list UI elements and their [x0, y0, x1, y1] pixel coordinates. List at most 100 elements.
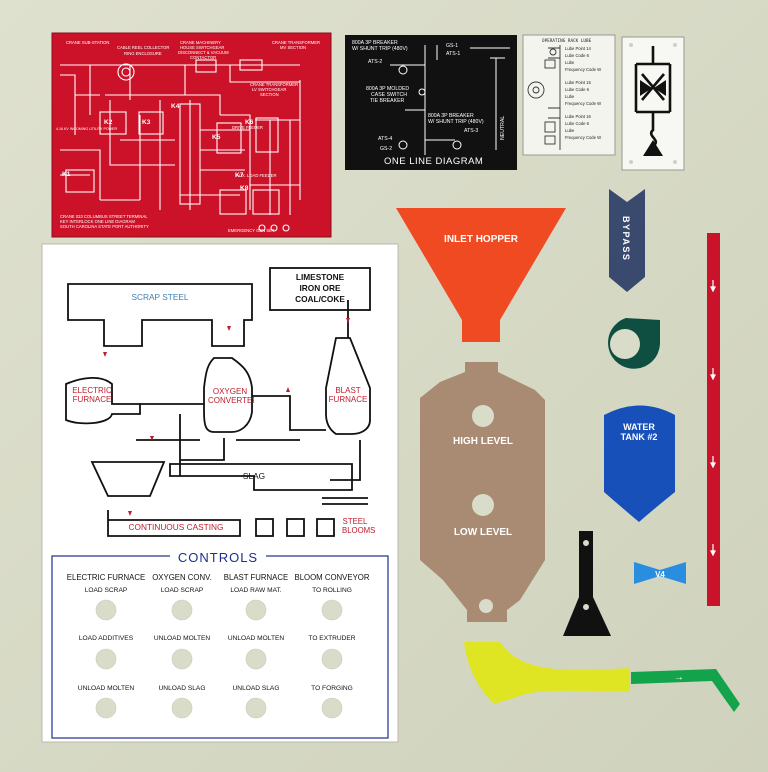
ctl-r1-c3: LOAD RAW MAT.: [230, 587, 281, 594]
limestone-label: LIMESTONE: [296, 272, 345, 282]
lube-g1-3: Lube: [565, 60, 575, 65]
lube-g2-2: Lube Code 6: [565, 87, 590, 92]
ctl-r1-c4: TO ROLLING: [312, 587, 352, 594]
valve-symbol-icon: [634, 46, 672, 148]
bp-gs1: GS-1: [446, 43, 458, 49]
rp-drive-feeder: DRIVE FEEDER: [232, 125, 263, 130]
bp-case-switch: CASE SWITCH: [371, 92, 407, 98]
ctl-r2-c1: LOAD ADDITIVES: [79, 635, 134, 642]
blast-furnace-label: BLAST FURNACE: [328, 386, 368, 404]
hole-r1-c1: [95, 599, 117, 621]
rp-machinery: CRANE MACHINERY: [180, 40, 221, 45]
bp-ats1: ATS-1: [446, 51, 460, 57]
lube-panel: OPERATING RACK LUBE Lube Point 14 Lube C…: [522, 34, 616, 156]
red-interlock-panel: CRANE SUB-STATION CABLE REEL COLLECTOR R…: [51, 32, 332, 238]
red-strip-sign: [707, 233, 720, 606]
electric-furnace-label: ELECTRIC FURNACE: [72, 386, 112, 404]
lube-g2-4: Frequency Code W: [565, 101, 601, 106]
lube-title: OPERATING RACK LUBE: [542, 38, 592, 44]
rp-house: HOUSE SWITCHGEAR: [180, 45, 224, 50]
bp-gs2: GS-2: [380, 146, 392, 152]
process-blue-labels: SCRAP STEEL SLAG: [131, 292, 265, 481]
red-panel-keys: K1 K2 K3 K4 K5 K6 K7 K8: [62, 103, 254, 192]
rp-title-1: CRANE 033 COLUMBUS STREET TERMINAL: [60, 214, 148, 219]
lube-g3-3: Lube: [565, 128, 575, 133]
red-panel-wiring: [60, 59, 301, 232]
lube-g3-2: Lube Code 6: [565, 121, 590, 126]
bp-lines: [390, 45, 510, 155]
hole-r3-c1: [95, 697, 117, 719]
controls-button-holes: [95, 599, 343, 719]
iron-ore-label: IRON ORE: [299, 283, 340, 293]
rp-ring: RING ENCLOSURE: [124, 51, 162, 56]
hole-r2-c4: [321, 648, 343, 670]
bp-labels: 800A 3P BREAKER W/ SHUNT TRIP (480V) GS-…: [352, 40, 506, 152]
hole-r1-c4: [321, 599, 343, 621]
bp-molded: 800A 3P MOLDED: [366, 86, 409, 92]
red-panel-labels: CRANE SUB-STATION CABLE REEL COLLECTOR R…: [56, 40, 320, 233]
rp-key-4: K4: [171, 103, 180, 110]
col-bloom-conveyor: BLOOM CONVEYOR: [295, 573, 370, 582]
hole-r3-c2: [171, 697, 193, 719]
steel-blooms-label: STEEL BLOOMS: [342, 517, 376, 535]
controls-row-labels: LOAD SCRAP LOAD SCRAP LOAD RAW MAT. TO R…: [78, 587, 356, 692]
inlet-hopper-sign: INLET HOPPER: [396, 208, 566, 342]
bp-breaker-top: 800A 3P BREAKER: [352, 40, 398, 46]
controls-column-headers: ELECTRIC FURNACE OXYGEN CONV. BLAST FURN…: [67, 573, 370, 582]
rp-key-1: K1: [62, 171, 71, 178]
water-tank-sign: WATER TANK #2: [604, 405, 675, 522]
rp-section: SECTION: [260, 92, 279, 97]
rp-title-2: KEY INTERLOCK ONE LINE DIAGRAM: [60, 219, 135, 224]
bp-ats4: ATS-4: [378, 136, 392, 142]
green-pipe-arrow: →: [674, 672, 684, 683]
v4-label: V4: [655, 570, 665, 579]
bp-ats2: ATS-2: [368, 59, 382, 65]
ctl-r1-c1: LOAD SCRAP: [85, 587, 128, 594]
bp-breaker-top-2: W/ SHUNT TRIP (480V): [352, 46, 408, 52]
rp-emergency: EMERGENCY GEN SET: [228, 228, 275, 233]
red-strip-arrows: [710, 280, 716, 557]
hole-r3-c4: [321, 697, 343, 719]
rp-transformer-mv: CRANE TRANSFORMER: [272, 40, 320, 45]
lube-lines: [527, 45, 561, 150]
lube-g2-3: Lube: [565, 94, 575, 99]
ctl-r3-c2: UNLOAD SLAG: [159, 685, 206, 692]
bypass-label: BYPASS: [621, 216, 631, 261]
green-pipe-sign: →: [631, 669, 740, 712]
oxygen-converter-label: OXYGEN CONVERTER: [208, 387, 254, 405]
ctl-r3-c1: UNLOAD MOLTEN: [78, 685, 135, 692]
controls-title: CONTROLS: [178, 550, 258, 565]
rp-lv-switchgear: LV SWITCHGEAR: [252, 87, 286, 92]
rp-utility: 4.16 KV INCOMING UTILITY POWER: [56, 127, 117, 131]
scrap-steel-label: SCRAP STEEL: [131, 292, 188, 302]
coal-label: COAL/COKE: [295, 294, 345, 304]
yellow-duct-sign: [464, 642, 630, 704]
hole-r2-c3: [245, 648, 267, 670]
rp-disconnect: DISCONNECT & VACUUM: [178, 50, 229, 55]
rp-key-2: K2: [104, 119, 113, 126]
lube-g1-2: Lube Code 6: [565, 53, 590, 58]
high-level-label: HIGH LEVEL: [453, 436, 513, 447]
bp-neutral: NEUTRAL: [500, 116, 506, 140]
slag-label: SLAG: [243, 471, 265, 481]
rp-substation: CRANE SUB-STATION: [66, 40, 109, 45]
lube-g3-1: Lube Point 16: [565, 114, 592, 119]
ctl-r2-c3: UNLOAD MOLTEN: [228, 635, 285, 642]
col-electric-furnace: ELECTRIC FURNACE: [67, 573, 145, 582]
hole-r3-c3: [245, 697, 267, 719]
col-oxygen-conv: OXYGEN CONV.: [152, 573, 212, 582]
lube-g2-1: Lube Point 15: [565, 80, 592, 85]
rp-transformer-lv: CRANE TRANSFORMER: [250, 82, 298, 87]
lube-g1-1: Lube Point 14: [565, 46, 592, 51]
hole-r1-c3: [245, 599, 267, 621]
col-blast-furnace: BLAST FURNACE: [224, 573, 288, 582]
bp-breaker-bot: 800A 3P BREAKER: [428, 113, 474, 119]
rp-contactor: CONTACTOR: [190, 55, 216, 60]
black-one-line-panel: 800A 3P BREAKER W/ SHUNT TRIP (480V) GS-…: [345, 35, 517, 170]
rp-key-6: K6: [245, 119, 254, 126]
hole-r1-c2: [171, 599, 193, 621]
rp-key-8: K8: [240, 185, 249, 192]
water-tank-label: WATER TANK #2: [620, 422, 658, 442]
